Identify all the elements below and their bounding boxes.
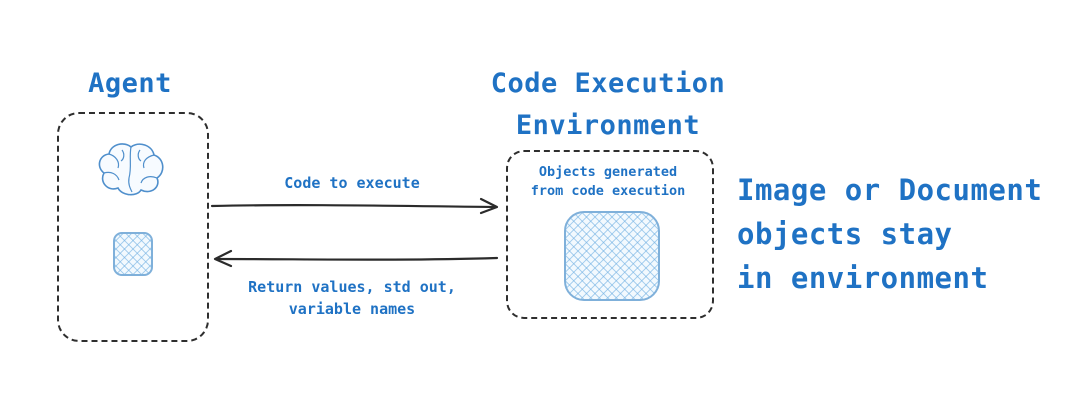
agent-object-square <box>113 232 153 276</box>
arrow-code-to-execute <box>210 197 499 215</box>
environment-objects-label: Objects generated from code execution <box>530 164 686 199</box>
agent-box <box>57 112 209 342</box>
environment-object-square <box>564 211 660 301</box>
side-note: Image or Document objects stay in enviro… <box>737 173 1043 295</box>
agent-title: Agent <box>88 68 172 99</box>
brain-icon <box>94 140 168 198</box>
arrow-label-code-to-execute: Code to execute <box>284 174 420 192</box>
arrow-return-values <box>213 249 499 268</box>
environment-title: Code Execution Environment <box>490 68 726 141</box>
arrow-label-return-values: Return values, std out, variable names <box>248 278 456 318</box>
environment-box <box>506 150 714 319</box>
